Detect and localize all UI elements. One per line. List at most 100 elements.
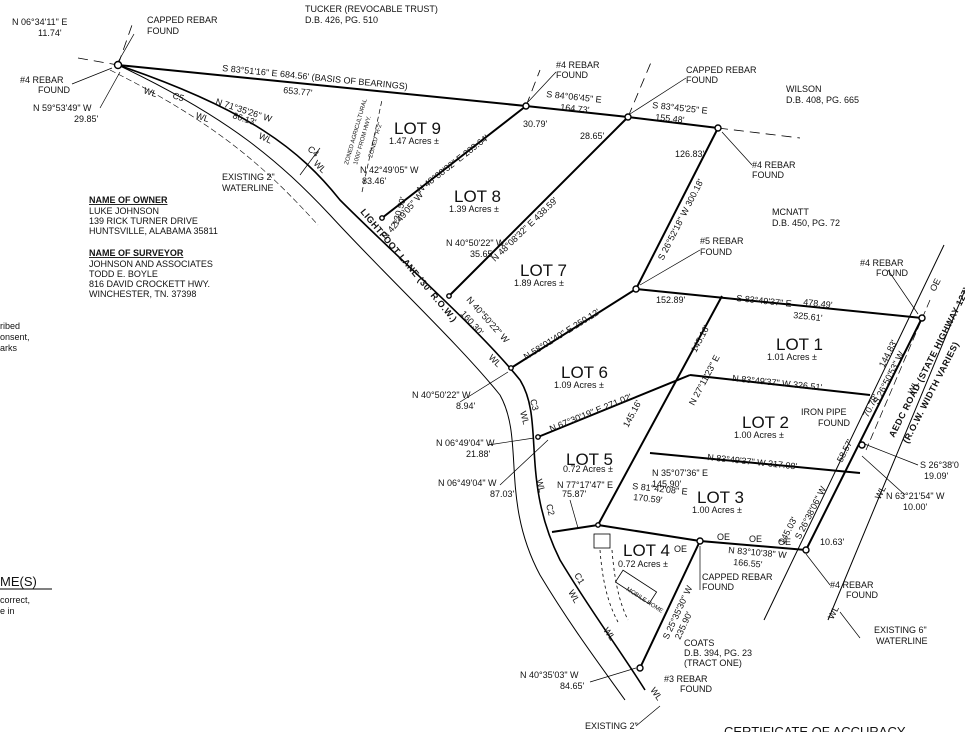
bearing-n063411e: N 06°34'11" E	[12, 17, 67, 27]
wilson-line2: D.B. 408, PG. 665	[786, 95, 859, 105]
bearing-n064904w-a: N 06°49'04" W	[436, 438, 495, 448]
pt-lightfoot-4	[535, 434, 541, 440]
existing2-upper-2: WATERLINE	[222, 183, 274, 193]
lot-6-5-line	[537, 374, 691, 438]
leader-lines	[71, 33, 919, 727]
curve-c2: C2	[544, 503, 557, 517]
pt-lightfoot-2	[446, 293, 452, 299]
dist-2985: 29.85'	[74, 114, 99, 124]
rebar5-2: FOUND	[700, 247, 732, 257]
lot-middle-spine	[597, 295, 723, 526]
lot-5-4-line	[551, 524, 599, 533]
mcnatt-line1: MCNATT	[772, 207, 809, 217]
pt-lightfoot-1	[379, 215, 385, 221]
rebar-aedc-north	[918, 314, 926, 322]
dist-15548: 155.48'	[655, 112, 685, 125]
lot-8-acres: 1.39 Acres ±	[449, 204, 499, 214]
oe-tag-2: OE	[749, 534, 762, 544]
mcnatt-line2: D.B. 450, PG. 72	[772, 218, 840, 228]
owner-heading: NAME OF OWNER	[89, 195, 168, 205]
tucker-line2: D.B. 426, PG. 510	[305, 15, 378, 25]
rebar4-north-2: FOUND	[556, 70, 588, 80]
aedc-row-line	[805, 317, 923, 551]
oe-tag-1: OE	[717, 532, 730, 542]
lot-4-acres: 0.72 Acres ±	[618, 559, 668, 569]
capped-rebar-lot4-2: FOUND	[702, 582, 734, 592]
wl-tag-5: WL	[518, 410, 531, 426]
lot-4-west-line	[639, 540, 701, 669]
dist-1063: 10.63'	[820, 537, 845, 547]
lot-7-name: LOT 7	[520, 261, 567, 280]
rebar-lot7	[632, 285, 640, 293]
rebar4-aedc-s-2: FOUND	[846, 590, 878, 600]
rebar4-aedc-n-1: #4 REBAR	[860, 258, 904, 268]
names-title-fragment: ME(S)	[0, 574, 37, 589]
rebar5-1: #5 REBAR	[700, 236, 744, 246]
surveyor-line1: JOHNSON AND ASSOCIATES	[89, 259, 213, 269]
oe-tag-4: OE	[674, 544, 687, 554]
lot-5-acres: 0.72 Acres ±	[563, 464, 613, 474]
boundary-lines	[117, 64, 923, 669]
bearing-n405022w-c: N 40°50'22" W	[412, 390, 471, 400]
dist-16655: 166.55'	[733, 557, 763, 570]
dist-8465: 84.65'	[560, 681, 585, 691]
dist-65377: 653.77'	[283, 85, 313, 98]
wilson-line1: WILSON	[786, 84, 822, 94]
curve-c3: C3	[528, 398, 541, 412]
dist-47849: 478.49'	[803, 297, 833, 310]
coats-line1: COATS	[684, 638, 714, 648]
curve-c5: C5	[171, 90, 185, 103]
rebar-north-1	[522, 102, 530, 110]
pt-lightfoot-5	[595, 522, 601, 528]
lot-4-name: LOT 4	[623, 541, 670, 560]
lot-1-acres: 1.01 Acres ±	[767, 352, 817, 362]
dist-14590: 145.90'	[652, 479, 682, 489]
left-fragment-4: correct,	[0, 595, 30, 605]
dist-7587: 75.87'	[562, 489, 587, 499]
bearing-n405022w-a: N 40°50'22" W	[446, 238, 505, 248]
aedc-road-edges	[763, 244, 965, 621]
bearing-s2638-right: S 26°38'0	[920, 460, 959, 470]
capped-rebar-label-2: FOUND	[147, 26, 179, 36]
lightfoot-lane	[109, 64, 646, 701]
iron-pipe-1: IRON PIPE	[801, 407, 847, 417]
bearing-n424905w: N 42°49'05" W	[360, 165, 419, 175]
lot-7-east-line	[635, 127, 719, 290]
bearing-n403503w: N 40°35'03" W	[520, 670, 579, 680]
lot-8-7-line	[448, 116, 629, 297]
capped-rebar-north	[624, 113, 632, 121]
lot-2-acres: 1.00 Acres ±	[734, 430, 784, 440]
iron-pipe-2: FOUND	[818, 418, 850, 428]
existing6-2: WATERLINE	[876, 636, 928, 646]
surveyor-line4: WINCHESTER, TN. 37398	[89, 289, 196, 299]
owner-line2: 139 RICK TURNER DRIVE	[89, 216, 198, 226]
existing2-bottom: EXISTING 2"	[585, 721, 638, 731]
certificate-title: CERTIFICATE OF ACCURACY	[724, 724, 906, 732]
oe-tag-3: OE	[778, 537, 791, 547]
shed	[593, 533, 611, 549]
dist-15289: 152.89'	[656, 295, 686, 305]
iron-pipe	[858, 441, 866, 449]
wl-tag-2: WL	[194, 110, 210, 124]
wl-tag-7: WL	[534, 478, 547, 494]
lot-3-name: LOT 3	[697, 488, 744, 507]
lot-1-2-line	[689, 374, 871, 396]
dist-8703: 87.03'	[490, 489, 515, 499]
tucker-line1: TUCKER (REVOCABLE TRUST)	[305, 4, 438, 14]
dist-12683: 126.83'	[675, 149, 705, 159]
left-fragment-3: arks	[0, 343, 18, 353]
lot-6-acres: 1.09 Acres ±	[554, 380, 604, 390]
dist-3565: 35.65'	[470, 249, 495, 259]
rebar3-1: #3 REBAR	[664, 674, 708, 684]
capped-rebar-nw	[113, 60, 123, 70]
lot-6-name: LOT 6	[561, 363, 608, 382]
coats-line2: D.B. 394, PG. 23	[684, 648, 752, 658]
dist-1174: 11.74'	[38, 28, 62, 38]
lot-9-8-line	[381, 105, 527, 219]
lot-3-south-line	[699, 540, 807, 551]
capped-rebar-north-1: CAPPED REBAR	[686, 65, 757, 75]
owner-line1: LUKE JOHNSON	[89, 206, 159, 216]
bearing-n632154w: N 63°21'54" W	[886, 491, 945, 501]
lot-4-3-line	[597, 524, 701, 542]
